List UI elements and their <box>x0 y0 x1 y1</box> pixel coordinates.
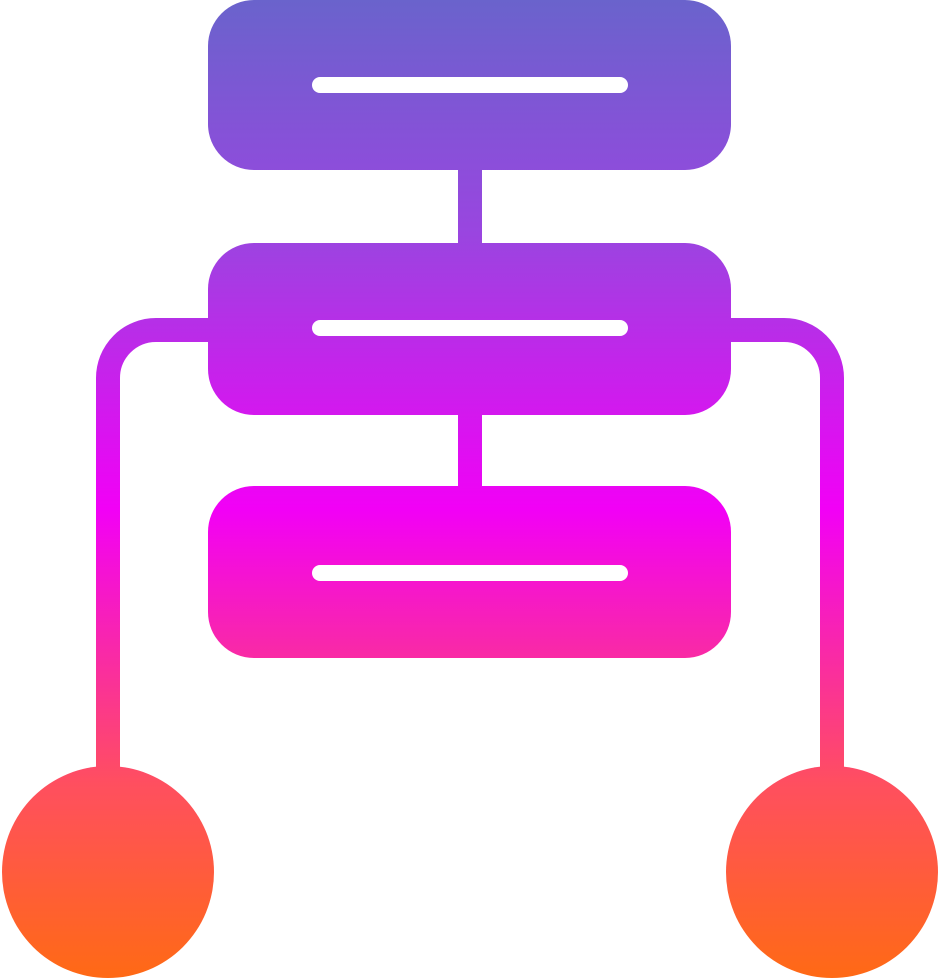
right-terminal-node <box>726 766 938 978</box>
connector-top-to-middle <box>458 170 482 248</box>
terminal-nodes-group <box>2 766 938 978</box>
connector-middle-to-bottom <box>458 410 482 490</box>
connector-left-branch <box>96 318 208 768</box>
left-terminal-node <box>2 766 214 978</box>
inner-bars-group <box>312 77 628 581</box>
bottom-block-bar <box>312 565 628 581</box>
connectors-group <box>96 170 844 768</box>
top-block-bar <box>312 77 628 93</box>
connector-right-branch <box>730 318 844 768</box>
middle-block-bar <box>312 320 628 336</box>
